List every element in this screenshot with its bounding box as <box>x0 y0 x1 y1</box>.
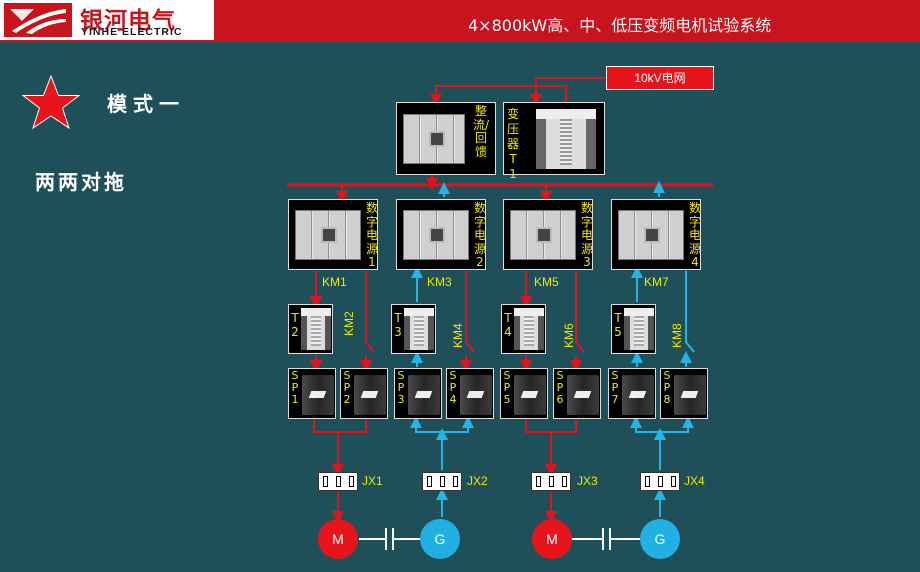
power-supply-label: 数字电源2 <box>474 201 487 269</box>
sp1: SP1 <box>288 368 336 419</box>
sp-device-image <box>674 375 706 415</box>
transformer-t3: T3 <box>391 304 436 354</box>
jx2-label: JX2 <box>467 474 488 488</box>
digital-power-supply-2: 数字电源2 <box>396 199 486 270</box>
motor-2: M <box>532 519 572 559</box>
km3-label: KM3 <box>427 275 452 289</box>
transformer-label: T2 <box>291 311 299 339</box>
generator-1: G <box>420 519 460 559</box>
grid-source-box: 10kV电网 <box>606 66 714 90</box>
sp7: SP7 <box>608 368 656 419</box>
sp-label: SP5 <box>503 369 511 406</box>
jx4-label: JX4 <box>684 474 705 488</box>
power-supply-image <box>618 210 684 260</box>
transformer-image <box>404 308 434 350</box>
mode-subtitle: 两两对拖 <box>35 170 127 194</box>
sp-label: SP4 <box>449 369 457 406</box>
km8-label: KM8 <box>670 323 684 348</box>
power-supply-image <box>510 210 576 260</box>
km6-label: KM6 <box>562 323 576 348</box>
transformer-t1: 变压器T1 <box>503 102 605 181</box>
logo-chinese-text: 银河电气 <box>80 8 176 34</box>
sp4: SP4 <box>446 368 494 419</box>
transformer-t1-image <box>536 109 596 169</box>
power-supply-image <box>403 210 469 260</box>
junction-box-jx2 <box>422 472 462 491</box>
sp-device-image <box>354 375 386 415</box>
page-title: 4×800kW高、中、低压变频电机试验系统 <box>468 16 772 35</box>
logo-mark-icon <box>4 3 72 37</box>
sp-device-image <box>302 375 334 415</box>
km1-label: KM1 <box>322 275 347 289</box>
sp-device-image <box>514 375 546 415</box>
sp6: SP6 <box>553 368 601 419</box>
transformer-label: T4 <box>504 311 512 339</box>
sp-device-image <box>408 375 440 415</box>
rectifier-label: 整流/回馈 <box>473 104 490 159</box>
junction-box-jx4 <box>640 472 680 491</box>
sp-label: SP7 <box>611 369 619 406</box>
company-logo: 银河电气 YINHE ELECTRIC <box>0 0 214 40</box>
power-supply-image <box>295 210 361 260</box>
km4-label: KM4 <box>451 323 465 348</box>
transformer-t4: T4 <box>501 304 546 354</box>
transformer-t2: T2 <box>288 304 333 354</box>
jx1-label: JX1 <box>362 474 383 488</box>
power-supply-label: 数字电源3 <box>581 201 594 269</box>
sp-device-image <box>460 375 492 415</box>
grid-source-label: 10kV电网 <box>634 71 686 85</box>
header-bar: 银河电气 YINHE ELECTRIC 4×800kW高、中、低压变频电机试验系… <box>0 0 920 42</box>
power-supply-label: 数字电源4 <box>689 201 702 269</box>
sp-device-image <box>622 375 654 415</box>
sp-label: SP6 <box>556 369 564 406</box>
transformer-image <box>301 308 331 350</box>
sp2: SP2 <box>340 368 388 419</box>
transformer-image <box>624 308 654 350</box>
transformer-image <box>514 308 544 350</box>
sp3: SP3 <box>394 368 442 419</box>
mode-label: 模式一 <box>107 92 185 116</box>
transformer-label: T3 <box>394 311 402 339</box>
transformer-t1-label: 变压器T1 <box>506 107 519 181</box>
star-icon <box>20 74 82 136</box>
sp5: SP5 <box>500 368 548 419</box>
km2-label: KM2 <box>342 311 356 336</box>
sp8: SP8 <box>660 368 708 419</box>
sp-label: SP3 <box>397 369 405 406</box>
digital-power-supply-1: 数字电源1 <box>288 199 378 270</box>
generator-2: G <box>640 519 680 559</box>
km7-label: KM7 <box>644 275 669 289</box>
digital-power-supply-4: 数字电源4 <box>611 199 701 270</box>
logo-english-text: YINHE ELECTRIC <box>81 26 183 38</box>
transformer-t5: T5 <box>611 304 656 354</box>
junction-box-jx1 <box>318 472 358 491</box>
rectifier-cabinet: 整流/回馈 <box>396 102 496 175</box>
junction-box-jx3 <box>531 472 571 491</box>
power-supply-label: 数字电源1 <box>366 201 379 269</box>
sp-device-image <box>567 375 599 415</box>
motor-1: M <box>318 519 358 559</box>
sp-label: SP2 <box>343 369 351 406</box>
rectifier-cabinet-image <box>403 114 465 164</box>
km5-label: KM5 <box>534 275 559 289</box>
digital-power-supply-3: 数字电源3 <box>503 199 593 270</box>
transformer-label: T5 <box>614 311 622 339</box>
sp-label: SP8 <box>663 369 671 406</box>
sp-label: SP1 <box>291 369 299 406</box>
jx3-label: JX3 <box>577 474 598 488</box>
